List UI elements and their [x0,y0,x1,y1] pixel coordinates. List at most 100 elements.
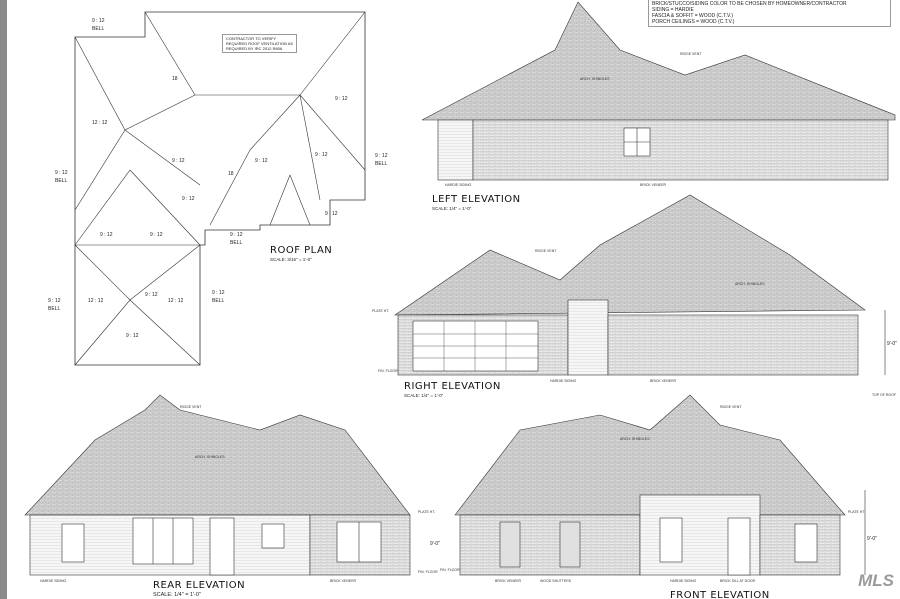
note-line: CONTRACTOR TO VERIFY [226,36,277,41]
roof-outline [74,11,366,366]
roof-plan-title: ROOF PLAN [270,245,332,256]
pitch-label: 9 : 12 [255,158,268,164]
bell-label: BELL [55,178,67,184]
callout: HARDIE SIDING [445,183,472,187]
pitch-label: 18 [172,76,178,82]
roof-plan [74,11,366,366]
callout: ARCH. SHINGLES [195,455,225,459]
callout: FIN. FLOOR [418,570,438,574]
right-elevation-scale: SCALE: 1/4" = 1'-0" [404,393,444,398]
general-notes: BRICK/STUCCO/SIDING COLOR TO BE CHOSEN B… [648,0,891,27]
right-elevation: 9'-0" RIDGE VENT ARCH. SHINGLES HARDIE S… [372,194,897,398]
note-line: REQUIRED ROOF VENTILATION AS [226,41,294,46]
callout: TOP OF ROOF [872,393,896,397]
mls-watermark: MLS [858,571,894,590]
callout: PLATE HT. [848,510,865,514]
right-elevation-title: RIGHT ELEVATION [404,381,501,392]
shutter [499,521,521,568]
callout: BRICK VENEER [640,183,667,187]
callout: ARCH. SHINGLES [620,437,650,441]
pitch-label: 12 : 12 [92,120,108,126]
bell-label: BELL [230,240,242,246]
bell-label: BELL [92,26,104,32]
callout: HARDIE SIDING [40,579,67,583]
roof-plan-scale: SCALE: 3/16" = 1'-0" [270,257,312,262]
page-edge [0,0,7,599]
pitch-label: 9 : 12 [230,232,243,238]
note-line: PORCH CEILINGS = WOOD (C.T.V.) [652,19,735,25]
note-line: SIDING = HARDIE [652,7,694,13]
pitch-label: 9 : 12 [325,211,338,217]
rear-elevation: RIDGE VENT ARCH. SHINGLES HARDIE SIDING … [24,394,440,598]
brick-wall [472,119,889,181]
callout: BRICK VENEER [650,379,677,383]
pitch-label: 12 : 12 [88,298,104,304]
note-line: REQUIRED BY IRC 2012 R806 [226,46,283,51]
pitch-label: 9 : 12 [212,290,225,296]
roof [421,1,896,121]
bell-label: BELL [375,161,387,167]
roof-plan-labels: 9 : 12 BELL 9 : 12 9 : 12 BELL 9 : 12 BE… [48,18,388,339]
pitch-label: 9 : 12 [172,158,185,164]
window [659,517,683,563]
dimension: 9'-0" [867,536,877,542]
roof [394,194,866,316]
brick-wall [459,514,641,576]
front-elevation: 9'-0" RIDGE VENT ARCH. SHINGLES TOP OF R… [440,393,896,599]
callout: HARDIE SIDING [550,379,577,383]
shutter [559,521,581,568]
pitch-label: 9 : 12 [182,196,195,202]
callout: PLATE HT. [418,510,435,514]
callout: FIN. FLOOR [440,568,460,572]
brick-wall [607,314,859,376]
callout: HARDIE SIDING [670,579,697,583]
pitch-label: 9 : 12 [100,232,113,238]
window-group [132,517,194,565]
window [794,523,818,563]
callout: BRICK VENEER [495,579,522,583]
callout: WOOD SHUTTERS [540,579,572,583]
pitch-label: 9 : 12 [335,96,348,102]
left-elevation-scale: SCALE: 1/4" = 1'-0" [432,206,472,211]
callout: RIDGE VENT [720,405,742,409]
dimension: 9'-0" [887,341,897,347]
left-elevation: RIDGE VENT ARCH. SHINGLES HARDIE SIDING … [421,1,896,211]
front-door [727,517,751,576]
callout: RIDGE VENT [535,249,557,253]
note-line: FASCIA & SOFFIT = WOOD (C.T.V.) [652,13,733,19]
callout: ARCH. SHINGLES [580,77,610,81]
pitch-label: 9 : 12 [126,333,139,339]
pitch-label: 9 : 12 [375,153,388,159]
callout: PLATE HT. [372,309,389,313]
callout: RIDGE VENT [180,405,202,409]
bell-label: BELL [212,298,224,304]
roof [24,394,411,516]
front-elevation-title: FRONT ELEVATION [670,590,770,599]
callout: ARCH. SHINGLES [735,282,765,286]
pitch-label: 9 : 12 [145,292,158,298]
siding-wall [437,119,474,181]
bell-label: BELL [48,306,60,312]
rear-elevation-title: REAR ELEVATION [153,580,245,591]
left-elevation-title: LEFT ELEVATION [432,194,521,205]
pitch-label: 9 : 12 [150,232,163,238]
callout: BRICK SILL AT DOOR [720,579,756,583]
pitch-label: 18 [228,171,234,177]
callout: FIN. FLOOR [378,369,398,373]
note-line: BRICK/STUCCO/SIDING COLOR TO BE CHOSEN B… [652,1,847,7]
pitch-label: 9 : 12 [92,18,105,24]
callout: BRICK VENEER [330,579,357,583]
rear-elevation-scale: SCALE: 1/4" = 1'-0" [153,592,201,598]
pitch-label: 12 : 12 [168,298,184,304]
dimension: 9'-0" [430,541,440,547]
callout: RIDGE VENT [680,52,702,56]
door [209,517,235,576]
siding-wall [567,299,609,376]
roof [454,394,846,516]
pitch-label: 9 : 12 [315,152,328,158]
pitch-label: 9 : 12 [48,298,61,304]
ventilation-note: CONTRACTOR TO VERIFY REQUIRED ROOF VENTI… [222,34,298,53]
window [61,523,85,563]
pitch-label: 9 : 12 [55,170,68,176]
